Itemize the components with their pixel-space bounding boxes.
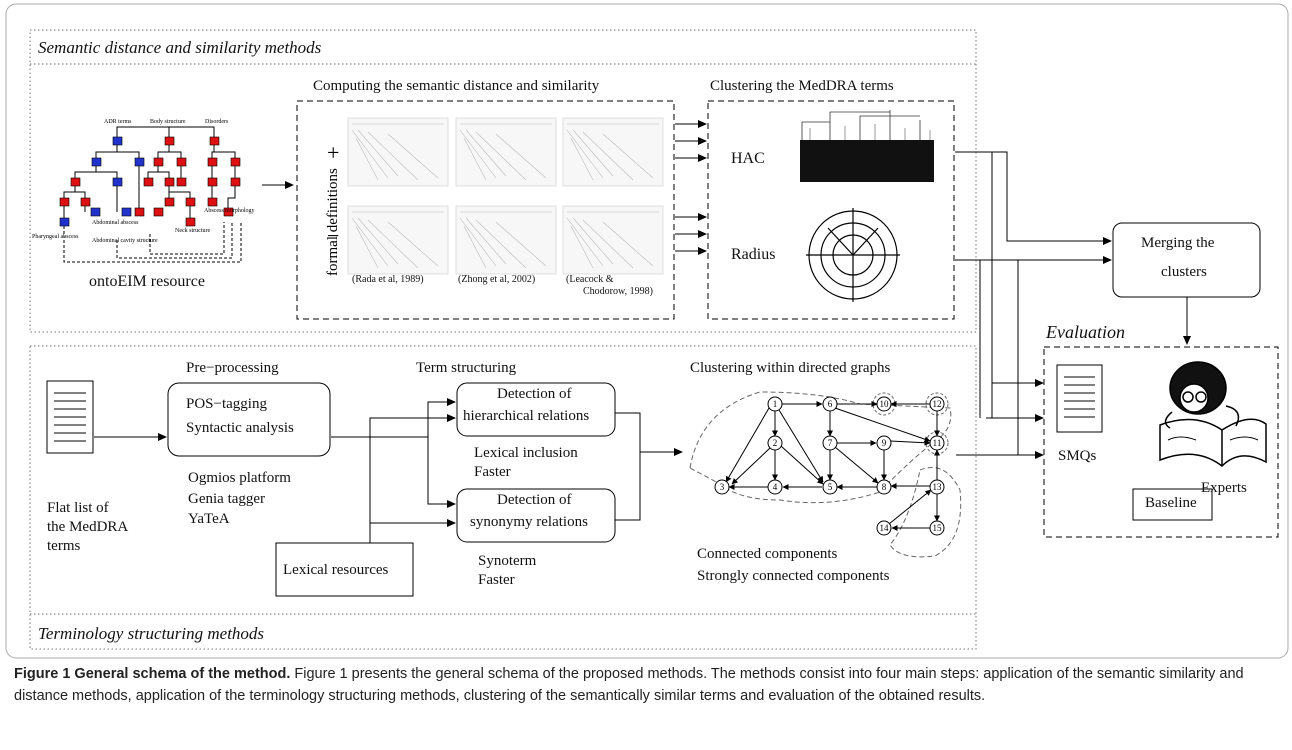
graph-node-14: 14 bbox=[880, 523, 890, 533]
onto-abscess-morph-label: Abscess morphology bbox=[204, 208, 255, 214]
syn-box-line1: Detection of bbox=[497, 492, 572, 508]
bottom-section-title: Terminology structuring methods bbox=[38, 624, 265, 643]
merging-line2: clusters bbox=[1161, 264, 1207, 280]
tool-yatea: YaTeA bbox=[188, 511, 230, 527]
graph-node-labels: 1 2 3 4 5 6 7 8 9 10 11 12 13 14 15 bbox=[720, 399, 942, 533]
term-structuring-title: Term structuring bbox=[416, 360, 517, 376]
syn-note-1: Synoterm bbox=[478, 553, 537, 569]
syntactic-analysis-label: Syntactic analysis bbox=[186, 420, 294, 436]
top-section-border bbox=[29, 29, 977, 333]
synonymy-box bbox=[456, 488, 616, 543]
dendrogram-icon bbox=[800, 110, 934, 182]
graph-node-6: 6 bbox=[828, 399, 833, 409]
radius-label: Radius bbox=[731, 246, 776, 263]
merging-box bbox=[1112, 222, 1261, 298]
preprocessing-box bbox=[167, 382, 331, 457]
syn-note-2: Faster bbox=[478, 572, 515, 588]
preprocessing-title: Pre−processing bbox=[186, 360, 279, 376]
onto-labels: ADR terms Body structure Disorders Abdom… bbox=[32, 119, 255, 244]
baseline-box bbox=[1132, 488, 1213, 521]
hierarchical-box bbox=[456, 382, 616, 437]
syn-box-line2: synonymy relations bbox=[470, 514, 588, 530]
smqs-document-icon bbox=[1056, 364, 1103, 433]
lexical-resources-label: Lexical resources bbox=[283, 562, 389, 578]
computing-title: Computing the semantic distance and simi… bbox=[313, 78, 600, 94]
preprocessing-to-structuring-lines bbox=[331, 398, 683, 569]
flat-list-document-icon bbox=[46, 380, 94, 454]
onto-abd-cavity-label: Abdominal cavity structure bbox=[92, 238, 158, 244]
hac-label: HAC bbox=[731, 150, 765, 167]
figure-caption: Figure 1 General schema of the method. F… bbox=[14, 663, 1279, 707]
graph-node-10: 10 bbox=[880, 399, 890, 409]
components-line1: Connected components bbox=[697, 546, 838, 562]
onto-nodes bbox=[59, 136, 241, 227]
onto-pharyngeal-label: Pharyngeal abscess bbox=[32, 234, 79, 240]
graph-node-7: 7 bbox=[828, 438, 833, 448]
diagram-svg: ADR terms Body structure Disorders Abdom… bbox=[5, 3, 1289, 659]
graph-node-9: 9 bbox=[882, 438, 887, 448]
flat-list-line1: Flat list of bbox=[47, 500, 109, 516]
matrix-thumbnails bbox=[347, 117, 664, 275]
graph-node-11: 11 bbox=[933, 438, 942, 448]
directed-graph: 1 2 3 4 5 6 7 8 9 10 11 12 13 14 15 bbox=[689, 391, 962, 558]
graph-node-1: 1 bbox=[773, 399, 778, 409]
flat-list-line2: the MedDRA bbox=[47, 519, 129, 535]
onto-disorders-label: Disorders bbox=[205, 119, 229, 125]
tool-genia: Genia tagger bbox=[188, 491, 266, 507]
experts-label: Experts bbox=[1201, 480, 1247, 496]
clustering-title: Clustering the MedDRA terms bbox=[710, 78, 894, 94]
onto-neck-label: Neck structure bbox=[175, 228, 210, 234]
ref-leacock-1: (Leacock & bbox=[566, 274, 614, 285]
graph-node-3: 3 bbox=[720, 482, 725, 492]
pos-tagging-label: POS−tagging bbox=[186, 396, 267, 412]
graph-node-8: 8 bbox=[882, 482, 887, 492]
onto-body-label: Body structure bbox=[150, 119, 186, 125]
bottom-section-border bbox=[29, 345, 977, 650]
graph-node-4: 4 bbox=[773, 482, 778, 492]
graph-node-12: 12 bbox=[933, 399, 942, 409]
computing-to-clustering-arrows bbox=[675, 120, 707, 255]
merging-line1: Merging the bbox=[1141, 235, 1215, 251]
graph-node-15: 15 bbox=[933, 523, 943, 533]
smqs-label: SMQs bbox=[1058, 448, 1097, 464]
flat-list-line3: terms bbox=[47, 538, 81, 554]
hier-box-line2: hierarchical relations bbox=[463, 408, 590, 424]
baseline-label: Baseline bbox=[1145, 495, 1197, 511]
expert-reader-icon bbox=[1159, 361, 1267, 467]
caption-text: Figure 1 presents the general schema of … bbox=[14, 666, 1244, 704]
hier-note-1: Lexical inclusion bbox=[474, 445, 578, 461]
evaluation-box bbox=[1043, 346, 1279, 538]
graph-node-13: 13 bbox=[933, 482, 943, 492]
onto-abd-abscess-label: Abdominal abscess bbox=[92, 220, 139, 226]
caption-bold: Figure 1 General schema of the method. bbox=[14, 666, 291, 682]
top-section-title: Semantic distance and similarity methods bbox=[38, 38, 322, 57]
minus-sign: − bbox=[327, 223, 339, 248]
graph-title: Clustering within directed graphs bbox=[690, 360, 891, 376]
lexical-resources-box bbox=[275, 542, 414, 597]
graph-node-2: 2 bbox=[773, 438, 778, 448]
evaluation-title: Evaluation bbox=[1046, 322, 1125, 342]
plus-sign: + bbox=[327, 140, 339, 165]
formal-definitions-label: formal definitions bbox=[325, 168, 341, 276]
tool-ogmios: Ogmios platform bbox=[188, 470, 291, 486]
computing-box bbox=[296, 100, 675, 320]
ontoeim-label: ontoEIM resource bbox=[89, 273, 205, 290]
onto-adr-label: ADR terms bbox=[104, 119, 132, 125]
clustering-to-merge-lines bbox=[955, 151, 1191, 459]
hier-box-line1: Detection of bbox=[497, 386, 572, 402]
graph-node-5: 5 bbox=[828, 482, 833, 492]
clustering-box bbox=[707, 100, 955, 320]
hier-note-2: Faster bbox=[474, 464, 511, 480]
components-line2: Strongly connected components bbox=[697, 568, 890, 584]
ref-zhong: (Zhong et al, 2002) bbox=[458, 274, 536, 285]
ref-rada: (Rada et al, 1989) bbox=[352, 274, 424, 285]
outer-border bbox=[5, 3, 1289, 659]
radius-icon bbox=[806, 208, 900, 302]
onto-tree bbox=[63, 126, 242, 263]
ref-leacock-2: Chodorow, 1998) bbox=[583, 286, 653, 297]
